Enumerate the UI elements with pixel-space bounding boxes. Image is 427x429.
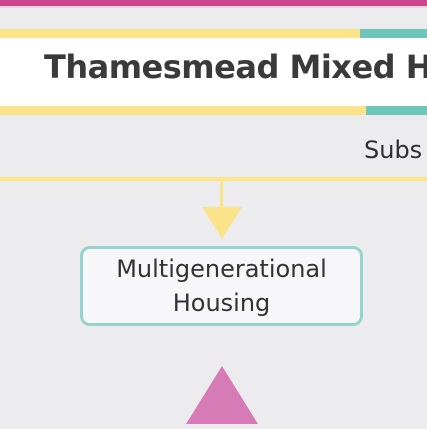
title-stripe-bottom-teal: [366, 106, 427, 115]
diagram-subtitle: Subs: [364, 136, 423, 164]
node-label: Multigenerational Housing: [116, 255, 327, 317]
subtitle-underline: [0, 177, 427, 181]
top-border: [0, 0, 427, 6]
title-box: [0, 38, 427, 106]
node-multigenerational-housing[interactable]: Multigenerational Housing: [80, 246, 363, 326]
diagram-title: Thamesmead Mixed H: [44, 48, 427, 86]
connector-line: [220, 181, 223, 209]
title-stripe-top-teal: [360, 29, 427, 38]
title-stripe-top-yellow: [0, 29, 360, 38]
title-stripe-bottom-yellow: [0, 106, 366, 115]
arrow-down-icon: [202, 207, 242, 239]
arrow-up-icon: [186, 366, 258, 424]
top-border-highlight: [0, 6, 427, 8]
